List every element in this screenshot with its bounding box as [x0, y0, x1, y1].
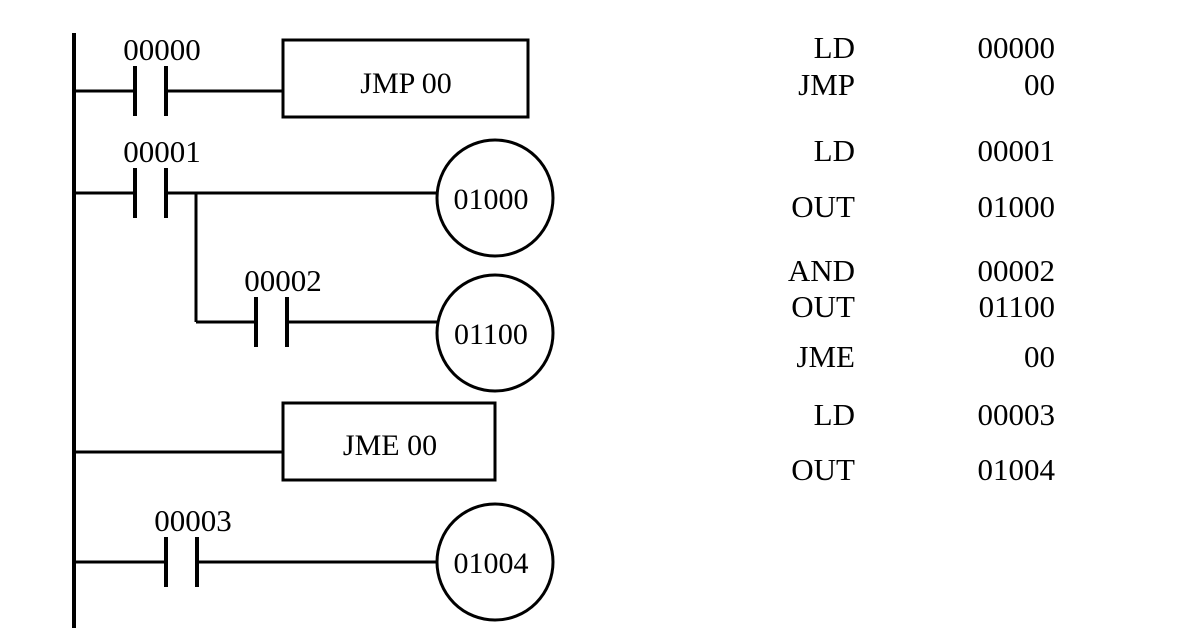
code-instruction: JMP [798, 67, 855, 102]
block-jme-box[interactable] [281, 401, 497, 482]
code-instruction: OUT [791, 289, 855, 324]
code-row: OUT 01100 [760, 290, 1060, 324]
code-row: JME 00 [760, 340, 1060, 374]
coil-01000-circle[interactable] [435, 138, 555, 258]
coil-01100-circle[interactable] [435, 273, 555, 393]
code-operand: 00 [1024, 339, 1055, 374]
code-instruction: LD [813, 30, 855, 65]
block-jme-label: JME 00 [343, 429, 437, 462]
code-row: LD 00001 [760, 134, 1060, 168]
code-operand: 00002 [977, 253, 1056, 288]
code-row: JMP 00 [760, 68, 1060, 102]
rung-3: JME 00 [74, 401, 497, 482]
rung-1: 00000 JMP 00 [74, 32, 530, 119]
contact-00003-label: 00003 [154, 503, 232, 538]
contact-00000-label: 00000 [123, 32, 201, 67]
code-instruction: LD [813, 397, 855, 432]
code-operand: 01000 [977, 189, 1056, 224]
code-instruction: OUT [791, 452, 855, 487]
code-row: OUT 01000 [760, 190, 1060, 224]
contact-00001-label: 00001 [123, 134, 201, 169]
contact-00003[interactable] [164, 537, 199, 587]
code-row: AND 00002 [760, 254, 1060, 288]
rung-2-branch: 00002 01100 [194, 193, 555, 393]
code-instruction: AND [787, 253, 855, 288]
code-row: OUT 01004 [760, 453, 1060, 487]
contact-00000[interactable] [133, 66, 168, 116]
coil-01004-label: 01004 [454, 547, 529, 580]
contact-00002-label: 00002 [244, 263, 322, 298]
code-operand: 01004 [977, 452, 1056, 487]
code-operand: 00001 [977, 133, 1056, 168]
code-operand: 01100 [978, 289, 1055, 324]
mnemonic-code-listing: LD 00000 JMP 00 LD 00001 OUT 01000 AND 0… [760, 0, 1090, 635]
contact-00002[interactable] [254, 297, 289, 347]
coil-01100-label: 01100 [454, 318, 528, 351]
code-row: LD 00003 [760, 398, 1060, 432]
code-operand: 00000 [977, 30, 1056, 65]
code-operand: 00003 [977, 397, 1056, 432]
code-operand: 00 [1024, 67, 1055, 102]
code-row: LD 00000 [760, 31, 1060, 65]
rung-2: 00001 01000 [74, 134, 555, 258]
rung-4: 00003 01004 [74, 502, 555, 622]
contact-00001[interactable] [133, 168, 168, 218]
coil-01000-label: 01000 [454, 183, 529, 216]
coil-01004-circle[interactable] [435, 502, 555, 622]
code-instruction: JME [796, 339, 855, 374]
code-instruction: LD [813, 133, 855, 168]
block-jmp-label: JMP 00 [360, 67, 451, 100]
block-jmp-box[interactable] [281, 38, 530, 119]
code-instruction: OUT [791, 189, 855, 224]
